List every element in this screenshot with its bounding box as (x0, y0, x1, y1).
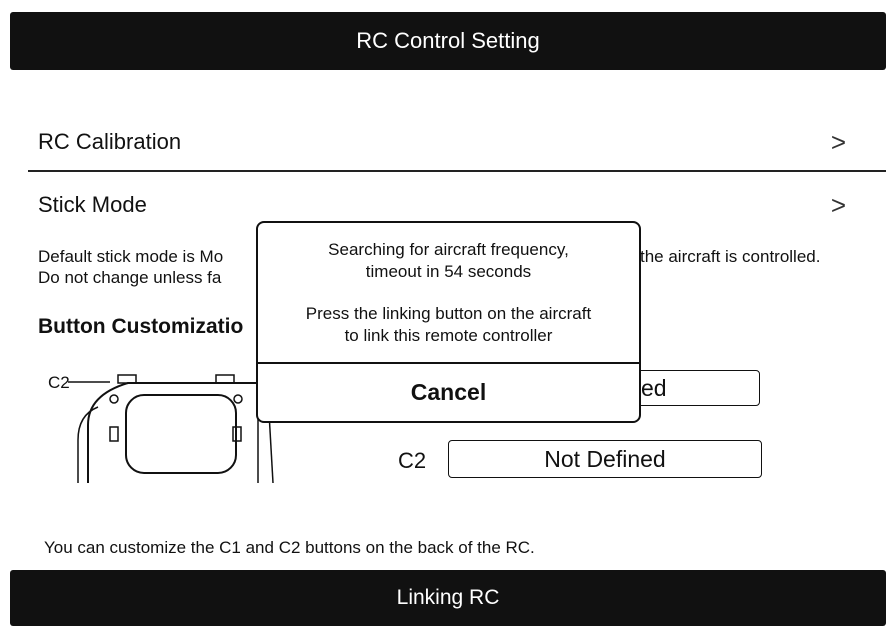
stick-mode-description: Default stick mode is Mo Do not change u… (38, 246, 223, 288)
settings-panel: RC Calibration > Stick Mode > Default st… (10, 70, 886, 570)
stick-mode-desc-right: the aircraft is controlled. (640, 247, 821, 266)
dialog-body-line2: to link this remote controller (344, 326, 553, 345)
rc-outline-icon (68, 374, 274, 484)
chevron-right-icon: > (830, 126, 846, 157)
cancel-button[interactable]: Cancel (258, 364, 639, 421)
rc-back-illustration: C2 (48, 365, 288, 485)
cancel-label: Cancel (410, 379, 487, 405)
rc-calibration-label: RC Calibration (38, 129, 182, 154)
stick-mode-label: Stick Mode (38, 192, 147, 217)
page-title: RC Control Setting (356, 28, 540, 53)
rc-calibration-row[interactable]: RC Calibration > (38, 122, 846, 162)
dialog-title: Searching for aircraft frequency, timeou… (258, 239, 639, 283)
dialog-divider (258, 362, 639, 364)
stick-mode-row[interactable]: Stick Mode > (38, 185, 846, 225)
button-customization-title: Button Customizatio (38, 315, 244, 338)
divider (28, 170, 886, 172)
dialog-title-line1: Searching for aircraft frequency, (328, 240, 569, 259)
dialog-message: Press the linking button on the aircraft… (258, 303, 639, 347)
stick-mode-desc-line1: Default stick mode is Mo (38, 247, 224, 266)
customization-note: You can customize the C1 and C2 buttons … (44, 538, 535, 557)
c2-value: Not Defined (544, 445, 666, 472)
c2-select[interactable]: Not Defined (448, 440, 762, 478)
linking-rc-label: Linking RC (396, 586, 500, 609)
c2-illustration-label: C2 (48, 373, 70, 392)
dialog-body-line1: Press the linking button on the aircraft (305, 304, 592, 323)
title-bar: RC Control Setting (10, 12, 886, 70)
stick-mode-desc-line2: Do not change unless fa (38, 268, 222, 287)
linking-rc-bar[interactable]: Linking RC (10, 570, 886, 626)
c1-value: ed (641, 374, 667, 401)
c2-label: C2 (398, 448, 427, 473)
dialog-title-line2: timeout in 54 seconds (365, 262, 532, 281)
linking-dialog: Searching for aircraft frequency, timeou… (256, 221, 641, 423)
chevron-right-icon: > (830, 189, 846, 220)
